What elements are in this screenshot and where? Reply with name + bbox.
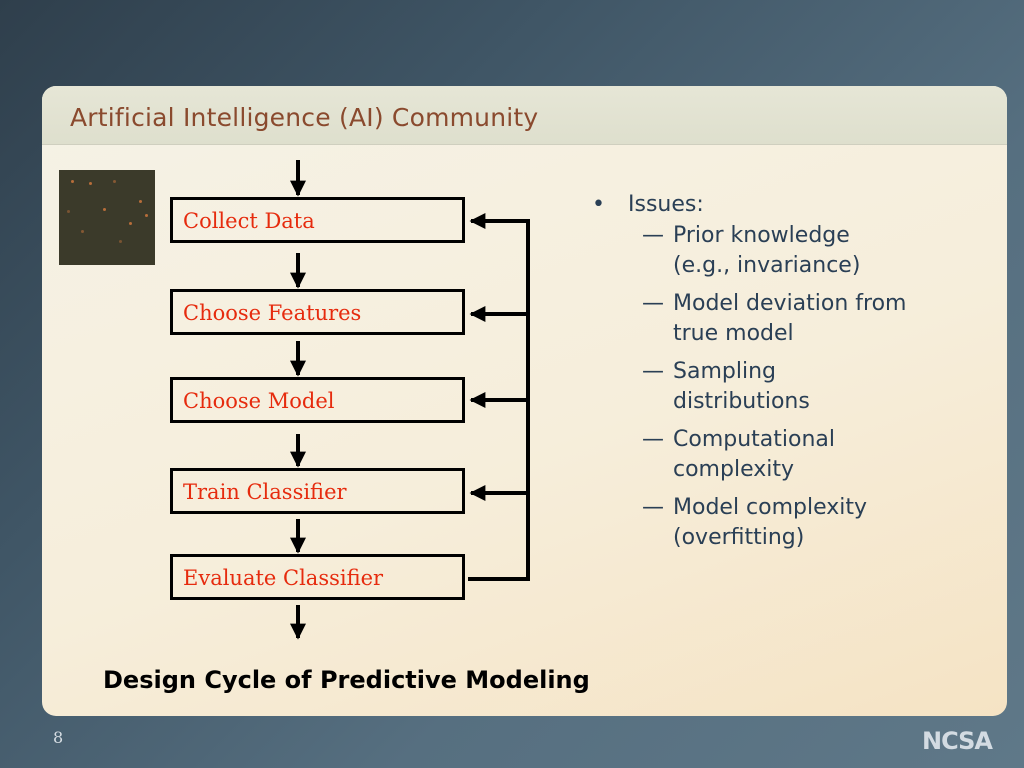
issue-item: — Computational complexity: [592, 425, 913, 485]
dash-icon: —: [642, 495, 664, 520]
issues-items: — Prior knowledge (e.g., invariance) — Mod…: [592, 221, 913, 553]
issue-item: — Sampling distributions: [592, 357, 913, 417]
step-label: Collect Data: [183, 209, 315, 233]
page-number: 8: [53, 728, 64, 747]
issue-item: — Model deviation from true model: [592, 289, 913, 349]
ncsa-logo: NCSA: [922, 727, 993, 755]
bullet-icon: •: [592, 192, 605, 217]
dash-icon: —: [642, 291, 664, 316]
issues-list: • Issues: — Prior knowledge (e.g., invari…: [592, 192, 913, 561]
step-label: Choose Model: [183, 389, 335, 413]
issue-text: Prior knowledge (e.g., invariance): [673, 223, 861, 278]
thumbnail-image: [59, 170, 155, 265]
slide-panel: Artificial Intelligence (AI) Community C…: [42, 86, 1007, 716]
issue-text: Computational complexity: [673, 427, 836, 482]
step-choose-features: Choose Features: [170, 289, 465, 335]
step-label: Train Classifier: [183, 480, 347, 504]
issue-text: Model deviation from true model: [673, 291, 907, 346]
step-label: Choose Features: [183, 301, 362, 325]
step-train-classifier: Train Classifier: [170, 468, 465, 514]
slide-title: Artificial Intelligence (AI) Community: [70, 103, 539, 132]
issues-heading-text: Issues:: [628, 192, 704, 217]
diagram-caption: Design Cycle of Predictive Modeling: [103, 666, 590, 694]
step-choose-model: Choose Model: [170, 377, 465, 423]
issue-item: — Model complexity (overfitting): [592, 493, 913, 553]
title-bar: Artificial Intelligence (AI) Community: [42, 86, 1007, 145]
issue-text: Sampling distributions: [673, 359, 810, 414]
step-collect-data: Collect Data: [170, 197, 465, 243]
dash-icon: —: [642, 359, 664, 384]
step-evaluate-classifier: Evaluate Classifier: [170, 554, 465, 600]
step-label: Evaluate Classifier: [183, 566, 384, 590]
issue-item: — Prior knowledge (e.g., invariance): [592, 221, 913, 281]
design-cycle-diagram: [290, 160, 530, 640]
dash-icon: —: [642, 427, 664, 452]
issue-text: Model complexity (overfitting): [673, 495, 868, 550]
dash-icon: —: [642, 223, 664, 248]
issues-heading: • Issues:: [592, 192, 913, 217]
